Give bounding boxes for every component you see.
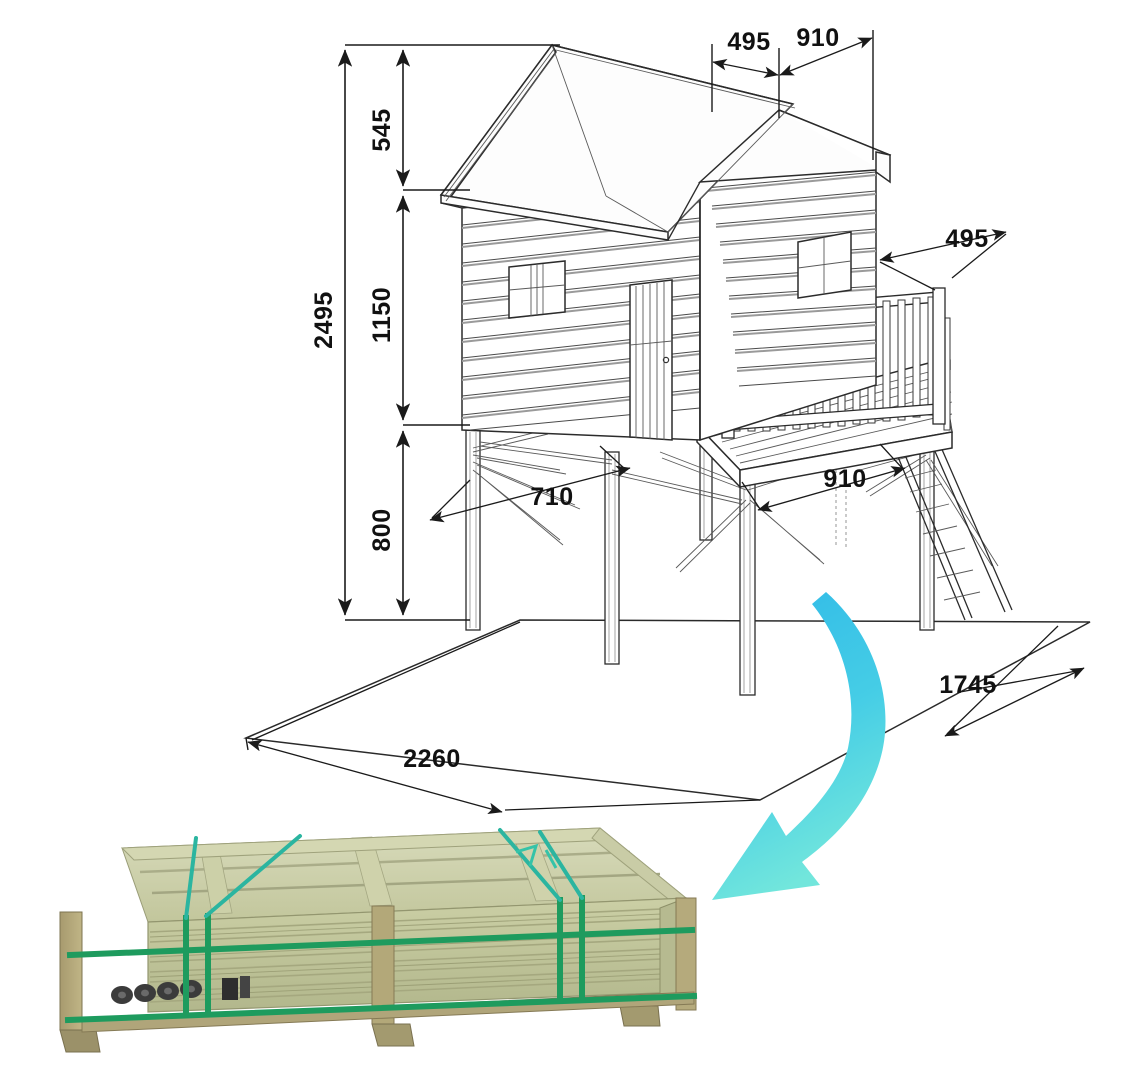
dimension-overall-depth — [944, 625, 1085, 737]
dimension-label-overall-width: 2260 — [403, 745, 461, 773]
roof — [439, 43, 892, 241]
dimension-deck-step-depth — [429, 445, 631, 523]
dimension-label-gable-width: 910 — [796, 24, 839, 52]
crate-top-straps — [184, 828, 584, 920]
dimension-label-deck-step-depth: 710 — [530, 483, 573, 511]
dimension-top-extension-lines — [711, 30, 874, 160]
dimension-gable-width — [779, 37, 873, 76]
crate-corner-post-left — [59, 911, 83, 1031]
dimension-deck-overhang-right — [879, 229, 1007, 291]
ladder — [895, 437, 1013, 621]
dimension-overall-width — [245, 621, 761, 815]
dimension-label-overall-height: 2495 — [310, 291, 338, 349]
window-right — [797, 231, 852, 299]
crate-straps — [64, 895, 698, 1024]
crate-foot-right — [619, 1005, 661, 1027]
dimension-deck-width — [741, 443, 906, 512]
door-handle-icon — [662, 356, 670, 364]
window-left — [508, 260, 566, 319]
roofing-felt-rolls — [111, 976, 250, 1004]
dimension-label-wall-height: 1150 — [368, 287, 396, 343]
door — [629, 279, 673, 441]
dimension-label-roof-height: 545 — [368, 108, 396, 151]
crate-foot-mid — [371, 1023, 415, 1047]
crate-group — [59, 827, 698, 1053]
dimension-label-deck-overhang-right: 495 — [945, 225, 988, 253]
dimension-roof-overhang-left — [712, 58, 779, 79]
dimension-label-roof-overhang-left: 495 — [727, 28, 770, 56]
dimension-label-overall-depth: 1745 — [939, 671, 997, 699]
ground-footprint — [243, 619, 1091, 801]
crate-foot-left — [59, 1029, 101, 1053]
dimension-label-stilt-height: 800 — [368, 508, 396, 551]
dimension-extension-lines — [345, 44, 560, 621]
dimension-label-deck-width: 910 — [823, 465, 866, 493]
arrow-shape — [712, 592, 886, 900]
clapboard-left-wall — [461, 198, 701, 431]
crate-corner-post-right — [675, 897, 697, 1011]
